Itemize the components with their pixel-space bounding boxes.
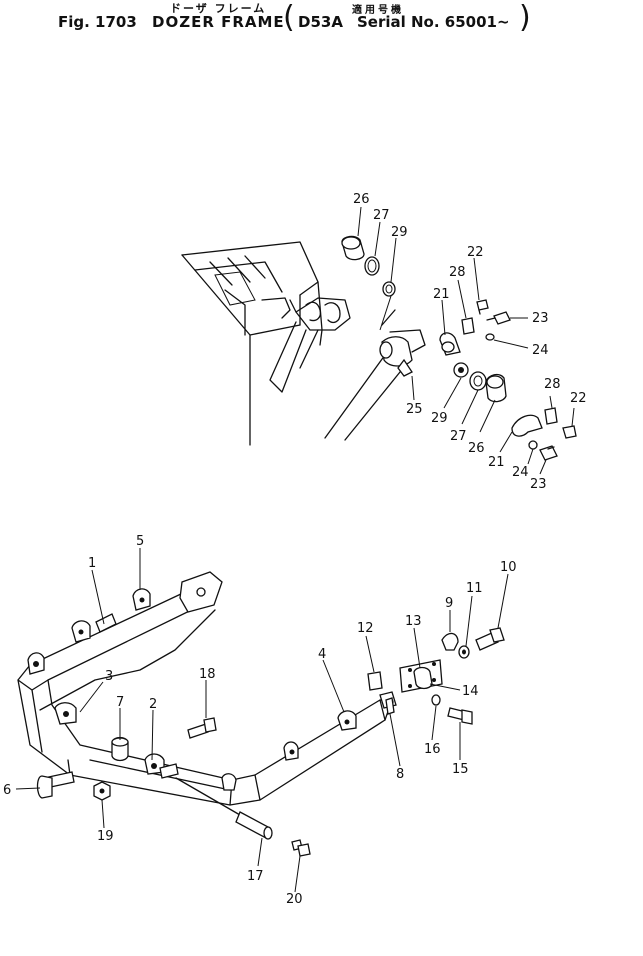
- ring-27-upper: [364, 256, 380, 276]
- label-23-upper: 23: [532, 311, 549, 326]
- label-29-upper: 29: [391, 225, 408, 240]
- label-21-upper: 21: [433, 287, 450, 302]
- label-20: 20: [286, 892, 303, 907]
- dozer-frame-c-frame: [17, 584, 393, 806]
- seal-29-lower: [453, 362, 469, 378]
- trunnion-cap-assembly: [324, 309, 426, 441]
- label-18: 18: [199, 667, 216, 682]
- label-22-upper: 22: [467, 245, 484, 260]
- upper-leader-lines: [357, 206, 575, 475]
- frame-part-17-pin: [175, 777, 273, 840]
- frame-part-15-bolt: [447, 707, 473, 725]
- label-26-upper: 26: [353, 192, 370, 207]
- label-13: 13: [405, 614, 422, 629]
- title-kana: ドーザ フレーム: [170, 2, 267, 15]
- ring-27-lower: [469, 371, 487, 391]
- label-4: 4: [318, 647, 326, 662]
- label-24-upper: 24: [532, 343, 549, 358]
- bolt-23-upper: [486, 311, 511, 325]
- bushing-26-lower: [485, 373, 507, 403]
- cap-21-upper: [439, 332, 461, 356]
- frame-part-6-pin: [36, 771, 75, 799]
- cap-21-lower: [511, 414, 543, 437]
- label-15: 15: [452, 762, 469, 777]
- frame-part-19-nut: [93, 781, 111, 801]
- paren-close: ): [519, 0, 531, 35]
- washer-24-lower: [528, 440, 538, 450]
- label-7: 7: [116, 695, 124, 710]
- tractor-body-outline: [181, 241, 323, 446]
- label-28-lower: 28: [544, 377, 561, 392]
- part-labels: 26 27 29 22 28 21 23 24 25 29 27 26 28 2…: [3, 192, 587, 907]
- trunnion-shaft: [269, 297, 351, 393]
- label-5: 5: [136, 534, 144, 549]
- bushing-26-upper: [341, 235, 365, 261]
- frame-part-11-washer: [458, 645, 470, 659]
- label-3: 3: [105, 669, 113, 684]
- label-16: 16: [424, 742, 441, 757]
- figure-number: Fig. 1703: [58, 13, 137, 31]
- label-17: 17: [247, 869, 264, 884]
- frame-part-14-bushing: [413, 666, 433, 690]
- label-14: 14: [462, 684, 479, 699]
- frame-part-18-bolt: [187, 717, 217, 739]
- frame-part-16-washer: [431, 694, 441, 706]
- washer-24-upper: [485, 333, 495, 341]
- frame-part-20-fitting: [291, 839, 311, 857]
- frame-brackets: [27, 571, 397, 791]
- applicability-kana: 適用号機: [352, 5, 404, 16]
- frame-part-10-bolt: [475, 627, 505, 651]
- label-19: 19: [97, 829, 114, 844]
- seal-29-upper: [382, 281, 396, 297]
- figure-title: DOZER FRAME: [152, 13, 285, 31]
- pin-28-upper: [461, 317, 475, 335]
- label-25: 25: [406, 402, 423, 417]
- paren-open: (: [283, 0, 295, 35]
- pin-28-lower: [544, 407, 558, 425]
- label-11: 11: [466, 581, 483, 596]
- grease-fitting-22-lower: [562, 425, 577, 439]
- label-24-lower: 24: [512, 465, 529, 480]
- label-29-lower: 29: [431, 411, 448, 426]
- grease-fitting-22-upper: [476, 299, 489, 315]
- label-26-lower: 26: [468, 441, 485, 456]
- frame-part-9-clip: [441, 632, 459, 651]
- frame-part-12-shim: [367, 671, 383, 691]
- label-8: 8: [396, 767, 404, 782]
- label-1: 1: [88, 556, 96, 571]
- frame-part-7-block: [111, 736, 129, 762]
- label-28-upper: 28: [449, 265, 466, 280]
- label-27-lower: 27: [450, 429, 467, 444]
- label-21-lower: 21: [488, 455, 505, 470]
- label-10: 10: [500, 560, 517, 575]
- frame-part-8-pin: [385, 697, 395, 715]
- bolt-23-lower: [539, 445, 558, 461]
- label-6: 6: [3, 783, 11, 798]
- lower-leader-lines: [15, 548, 509, 893]
- model-name: D53A: [298, 13, 343, 31]
- label-22-lower: 22: [570, 391, 587, 406]
- serial-number: Serial No. 65001~: [357, 13, 510, 31]
- label-12: 12: [357, 621, 374, 636]
- label-2: 2: [149, 697, 157, 712]
- label-27-upper: 27: [373, 208, 390, 223]
- label-9: 9: [445, 596, 453, 611]
- label-23-lower: 23: [530, 477, 547, 492]
